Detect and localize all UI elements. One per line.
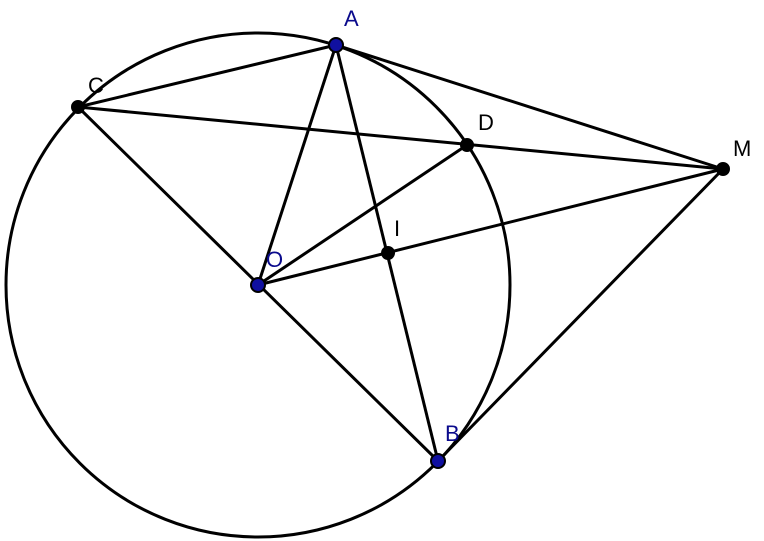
point-A[interactable] <box>328 37 344 53</box>
label-C: C <box>88 73 104 98</box>
point-D[interactable] <box>460 138 474 152</box>
label-I: I <box>394 216 400 241</box>
segment-AM <box>335 43 724 171</box>
label-O: O <box>266 247 283 272</box>
segment-OM <box>257 167 724 287</box>
point-O[interactable] <box>250 277 266 293</box>
label-D: D <box>478 110 494 135</box>
label-B: B <box>445 421 460 446</box>
segment-CA <box>77 43 337 109</box>
label-M: M <box>733 136 751 161</box>
label-A: A <box>344 6 359 31</box>
circle-o <box>4 31 512 539</box>
point-C[interactable] <box>71 100 85 114</box>
point-I[interactable] <box>381 246 395 260</box>
point-B[interactable] <box>430 453 446 469</box>
segment-CM <box>77 105 724 171</box>
point-M[interactable] <box>716 162 730 176</box>
segment-AO <box>256 44 338 286</box>
segment-BM <box>436 167 725 463</box>
segment-OD <box>257 143 468 287</box>
